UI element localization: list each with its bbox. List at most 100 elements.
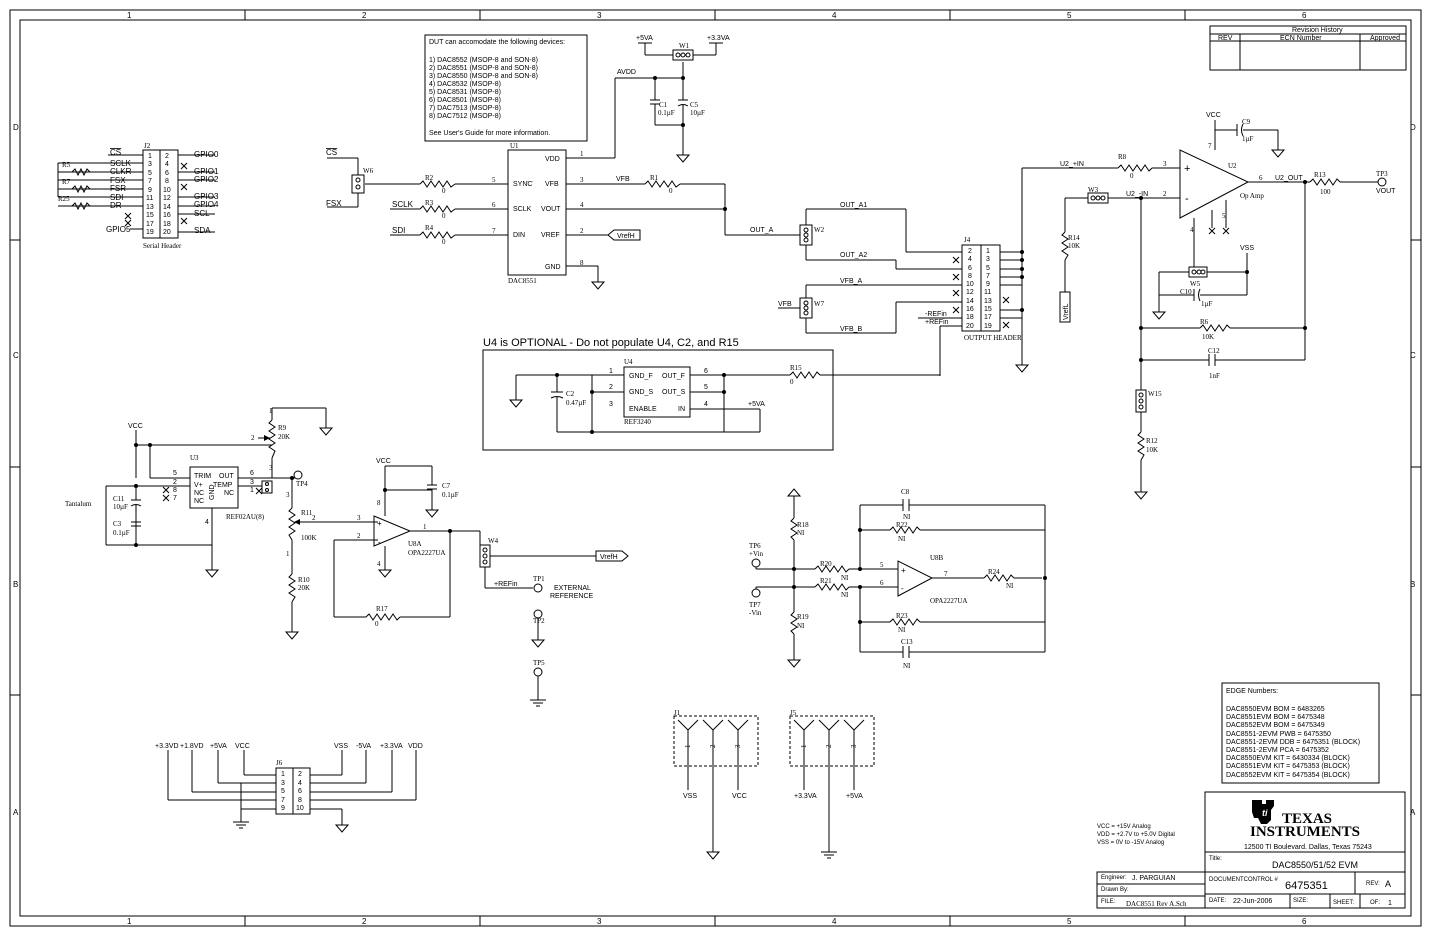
dut-line: 4) DAC8532 (MSOP-8) bbox=[429, 81, 501, 88]
edge-line: DAC8551EVM BOM = 6475348 bbox=[1226, 714, 1325, 721]
u1-pin-num: 4 bbox=[580, 201, 584, 209]
u1-pin-name: DIN bbox=[513, 232, 525, 239]
c12-value: 1nF bbox=[1209, 372, 1220, 380]
net-vrefh: VrefH bbox=[617, 233, 635, 240]
supply-line: VSS = 0V to -15V Analog bbox=[1097, 840, 1164, 846]
row-label: A bbox=[1410, 808, 1416, 817]
j1-vss: VSS bbox=[683, 793, 697, 800]
svg-text:2: 2 bbox=[173, 479, 177, 486]
net-gpio4: GPIO4 bbox=[194, 200, 219, 209]
r18-label: R18 bbox=[797, 521, 809, 529]
j2-pin: 13 bbox=[146, 204, 154, 211]
u4-part: REF3240 bbox=[624, 418, 651, 426]
net-dr: DR bbox=[110, 201, 122, 210]
r9-value: 20K bbox=[278, 433, 290, 441]
u1-pin-num: 1 bbox=[580, 150, 584, 158]
u8a-plus: + bbox=[377, 519, 382, 528]
j2-pin: 20 bbox=[163, 229, 171, 236]
r24-value: NI bbox=[1006, 582, 1014, 590]
date-label: DATE: bbox=[1209, 898, 1227, 904]
row-label: A bbox=[13, 808, 19, 817]
net-vrefh-w4: VrefH bbox=[600, 554, 618, 561]
r17-label: R17 bbox=[376, 605, 388, 613]
r8-label: R8 bbox=[1118, 153, 1127, 161]
j6-power-header: +3.3VD +1.8VD +5VA VCC VSS -5VA +3.3VA V… bbox=[155, 743, 423, 833]
u3-pin: NC bbox=[224, 490, 234, 497]
svg-text:4: 4 bbox=[298, 780, 302, 787]
svg-text:5: 5 bbox=[880, 561, 884, 569]
u1-pin-name: VFB bbox=[545, 181, 559, 188]
net-gpio0: GPIO0 bbox=[194, 150, 219, 159]
r22-label: R22 bbox=[896, 521, 908, 529]
r24-label: R24 bbox=[988, 568, 1000, 576]
r9-label: R9 bbox=[278, 424, 287, 432]
r11-pin: 2 bbox=[312, 514, 316, 522]
u4-pin: GND_S bbox=[629, 389, 653, 396]
j5-5va: +5VA bbox=[846, 793, 863, 800]
r20-value: NI bbox=[841, 574, 849, 582]
r10-value: 20K bbox=[298, 584, 310, 592]
u3-pin: OUT bbox=[219, 473, 235, 480]
u3-pin: TRIM bbox=[194, 473, 211, 480]
col-label: 3 bbox=[597, 917, 602, 926]
net-cs-u1: CS bbox=[326, 148, 337, 157]
u4-pin: ENABLE bbox=[629, 406, 657, 413]
j2-pin: 14 bbox=[163, 204, 171, 211]
j1-j5-banana: J1 1 2 3 VSS VCC J5 1 2 3 +3.3VA +5VA bbox=[673, 709, 875, 860]
j2-name: Serial Header bbox=[143, 242, 182, 250]
r18-value: NI bbox=[797, 529, 805, 537]
rev-label: REV: bbox=[1366, 881, 1380, 887]
tantalum-label: Tantalum bbox=[65, 500, 92, 508]
r17-value: 0 bbox=[375, 620, 379, 628]
vin-plus: +Vin bbox=[749, 550, 764, 558]
u8b-ref: U8B bbox=[930, 554, 944, 562]
of-label: OF: bbox=[1370, 900, 1380, 906]
net-fsr: FSR bbox=[110, 184, 126, 193]
j5-33va: +3.3VA bbox=[794, 793, 817, 800]
j2-pin: 17 bbox=[146, 221, 154, 228]
supply-w1: +5VA +3.3VA W1 C1 0.1µF C5 10µF bbox=[636, 35, 730, 163]
u4-ref: U4 bbox=[624, 358, 633, 366]
u8b-part: OPA2227UA bbox=[930, 597, 967, 605]
net-fsx: FSX bbox=[110, 176, 126, 185]
r9-pin: 1 bbox=[269, 407, 273, 415]
u1-pin-name: VREF bbox=[541, 232, 560, 239]
j4-pin: 14 bbox=[966, 298, 974, 305]
net-gpio1: GPIO1 bbox=[194, 167, 219, 176]
w3-label: W3 bbox=[1088, 186, 1099, 194]
u4-pinnum: 3 bbox=[609, 401, 613, 408]
dut-line: 3) DAC8550 (MSOP-8 and SON-8) bbox=[429, 73, 538, 80]
j2-pin: 19 bbox=[146, 229, 154, 236]
net-refin-p-w4: +REFin bbox=[494, 581, 518, 588]
r9-pin: 2 bbox=[251, 434, 255, 442]
file-label: FILE: bbox=[1101, 899, 1116, 905]
r14-label: R14 bbox=[1068, 234, 1080, 242]
j2-pin: 3 bbox=[148, 161, 152, 168]
w1-label: W1 bbox=[679, 42, 690, 50]
net-cs: CS bbox=[110, 148, 121, 157]
dut-note: DUT can accomodate the following devices… bbox=[424, 34, 588, 142]
u4-pin: IN bbox=[678, 406, 685, 413]
u1-pin-name: VDD bbox=[545, 156, 560, 163]
r15-value: 0 bbox=[790, 378, 794, 386]
svg-text:6: 6 bbox=[880, 579, 884, 587]
j2-pin: 11 bbox=[146, 195, 153, 202]
net-vss-u2: VSS bbox=[1240, 245, 1254, 252]
svg-text:1: 1 bbox=[250, 487, 254, 494]
net-sdi: SDI bbox=[110, 193, 123, 202]
r11-label: R11 bbox=[301, 509, 313, 517]
net-gpio2: GPIO2 bbox=[194, 175, 219, 184]
u1-ref: U1 bbox=[510, 142, 519, 150]
svg-text:4: 4 bbox=[205, 519, 209, 526]
u4-pin: OUT_S bbox=[662, 389, 686, 396]
svg-text:7: 7 bbox=[173, 495, 177, 502]
r4-label: R4 bbox=[425, 224, 434, 232]
svg-text:2: 2 bbox=[709, 744, 717, 748]
u4-pin: GND_F bbox=[629, 373, 653, 380]
net-gpio5: GPIO5 bbox=[106, 225, 131, 234]
w15-label: W15 bbox=[1148, 390, 1162, 398]
r5-label: R5 bbox=[62, 161, 71, 169]
ti-logo-icon: ti bbox=[1252, 800, 1274, 824]
rev-value: A bbox=[1385, 879, 1391, 889]
